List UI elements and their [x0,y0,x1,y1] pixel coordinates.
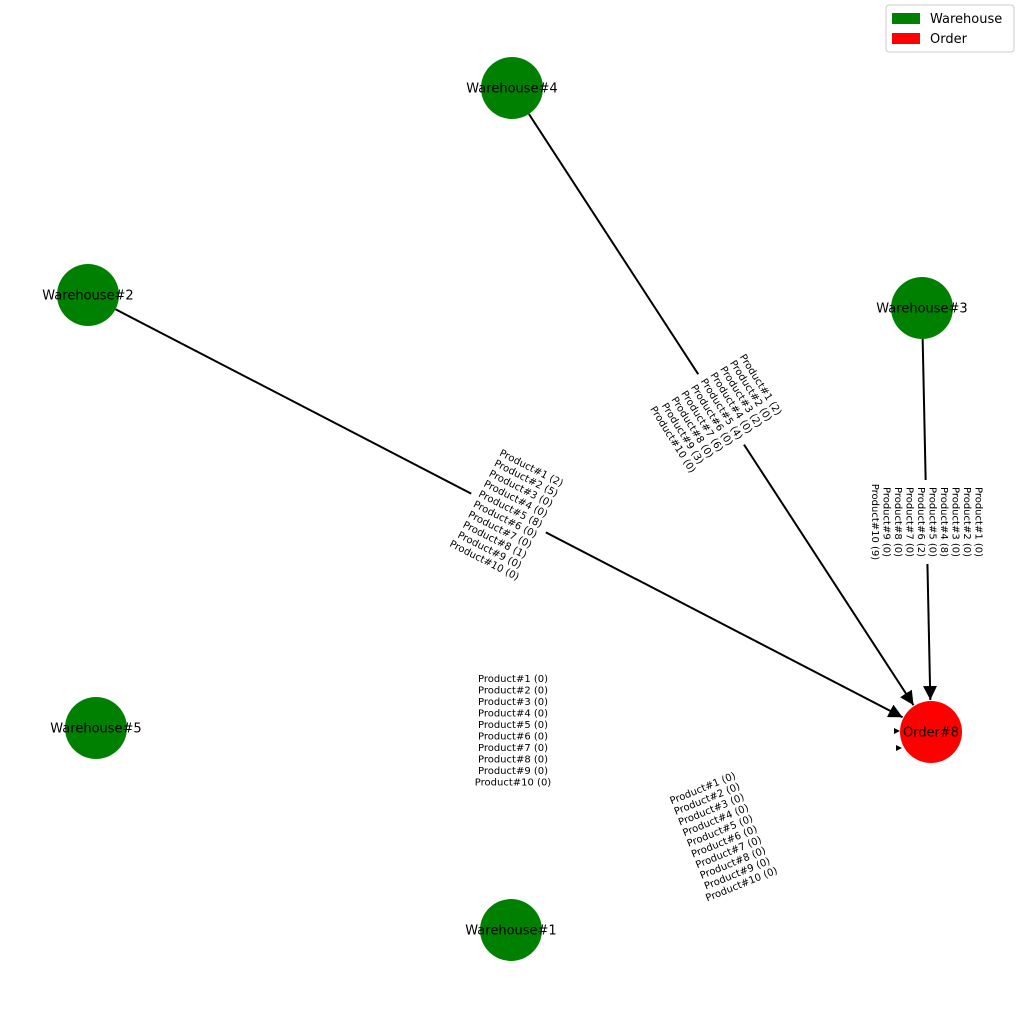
edge-label-line: Product#1 (0) [478,674,548,685]
edge-w5-label: Product#1 (0)Product#2 (0)Product#3 (0)P… [475,674,552,789]
legend-swatch-warehouse [892,13,920,24]
legend-label-order: Order [930,32,968,47]
node-warehouse-5[interactable]: Warehouse#5 [50,697,142,759]
legend-swatch-order [892,33,920,44]
edge-label-line: Product#2 (0) [961,487,972,557]
edge-label-line: Product#4 (8) [938,487,949,557]
edge-label-line: Product#8 (0) [478,754,548,765]
node-circle [481,57,543,119]
edge-label-line: Product#6 (2) [915,487,926,557]
edge-label-line: Product#1 (0) [972,487,983,557]
edge-w2-label: Product#1 (2)Product#2 (5)Product#3 (0)P… [443,441,573,587]
edge-label-line: Product#3 (0) [949,487,960,557]
edge-w5-arrow-tip [894,728,900,734]
node-label: Warehouse#2 [42,289,133,304]
edge-label-line: Product#3 (0) [478,697,548,708]
nodes-layer: Warehouse#4Warehouse#2Warehouse#3Warehou… [42,57,968,961]
node-circle [900,701,962,763]
edge-label-line: Product#5 (0) [478,720,548,731]
edges-layer [115,113,938,751]
edge-label-line: Product#7 (0) [903,487,914,557]
edge-w4-label-bg [643,344,791,480]
node-warehouse-1[interactable]: Warehouse#1 [465,899,557,961]
edge-w4-label: Product#1 (2)Product#2 (0)Product#3 (2)P… [643,344,791,480]
node-circle [65,697,127,759]
edge-label-line: Product#7 (0) [478,743,548,754]
edge-label-line: Product#10 (9) [869,484,880,561]
edge-label-line: Product#10 (0) [475,777,552,788]
edge-label-line: Product#9 (0) [478,766,548,777]
edge-label-line: Product#4 (0) [478,708,548,719]
node-warehouse-2[interactable]: Warehouse#2 [42,264,134,326]
legend-label-warehouse: Warehouse [930,12,1002,27]
edge-w1-arrow-tip [896,745,902,751]
legend: Warehouse Order [885,4,1015,53]
edge-label-line: Product#2 (0) [478,685,548,696]
edge-w1-label: Product#1 (0)Product#2 (0)Product#3 (0)P… [668,771,779,905]
node-circle [891,277,953,339]
node-label: Warehouse#1 [465,924,556,939]
node-label: Warehouse#3 [876,302,967,317]
edge-label-line: Product#6 (0) [478,731,548,742]
node-circle [57,264,119,326]
edge-label-line: Product#8 (0) [892,487,903,557]
node-label: Order#8 [903,726,959,741]
edge-label-line: Product#5 (0) [926,487,937,557]
node-label: Warehouse#5 [50,722,141,737]
node-circle [480,899,542,961]
node-warehouse-3[interactable]: Warehouse#3 [876,277,968,339]
edge-w3-label-bg [866,480,988,564]
node-warehouse-4[interactable]: Warehouse#4 [466,57,558,119]
edge-w3-label: Product#1 (0)Product#2 (0)Product#3 (0)P… [866,480,988,564]
edge-labels-layer: Product#1 (2)Product#2 (0)Product#3 (2)P… [443,344,988,905]
edge-w2-label-bg [443,441,573,587]
node-label: Warehouse#4 [466,82,557,97]
edge-label-line: Product#9 (0) [880,487,891,557]
node-order-8[interactable]: Order#8 [900,701,962,763]
